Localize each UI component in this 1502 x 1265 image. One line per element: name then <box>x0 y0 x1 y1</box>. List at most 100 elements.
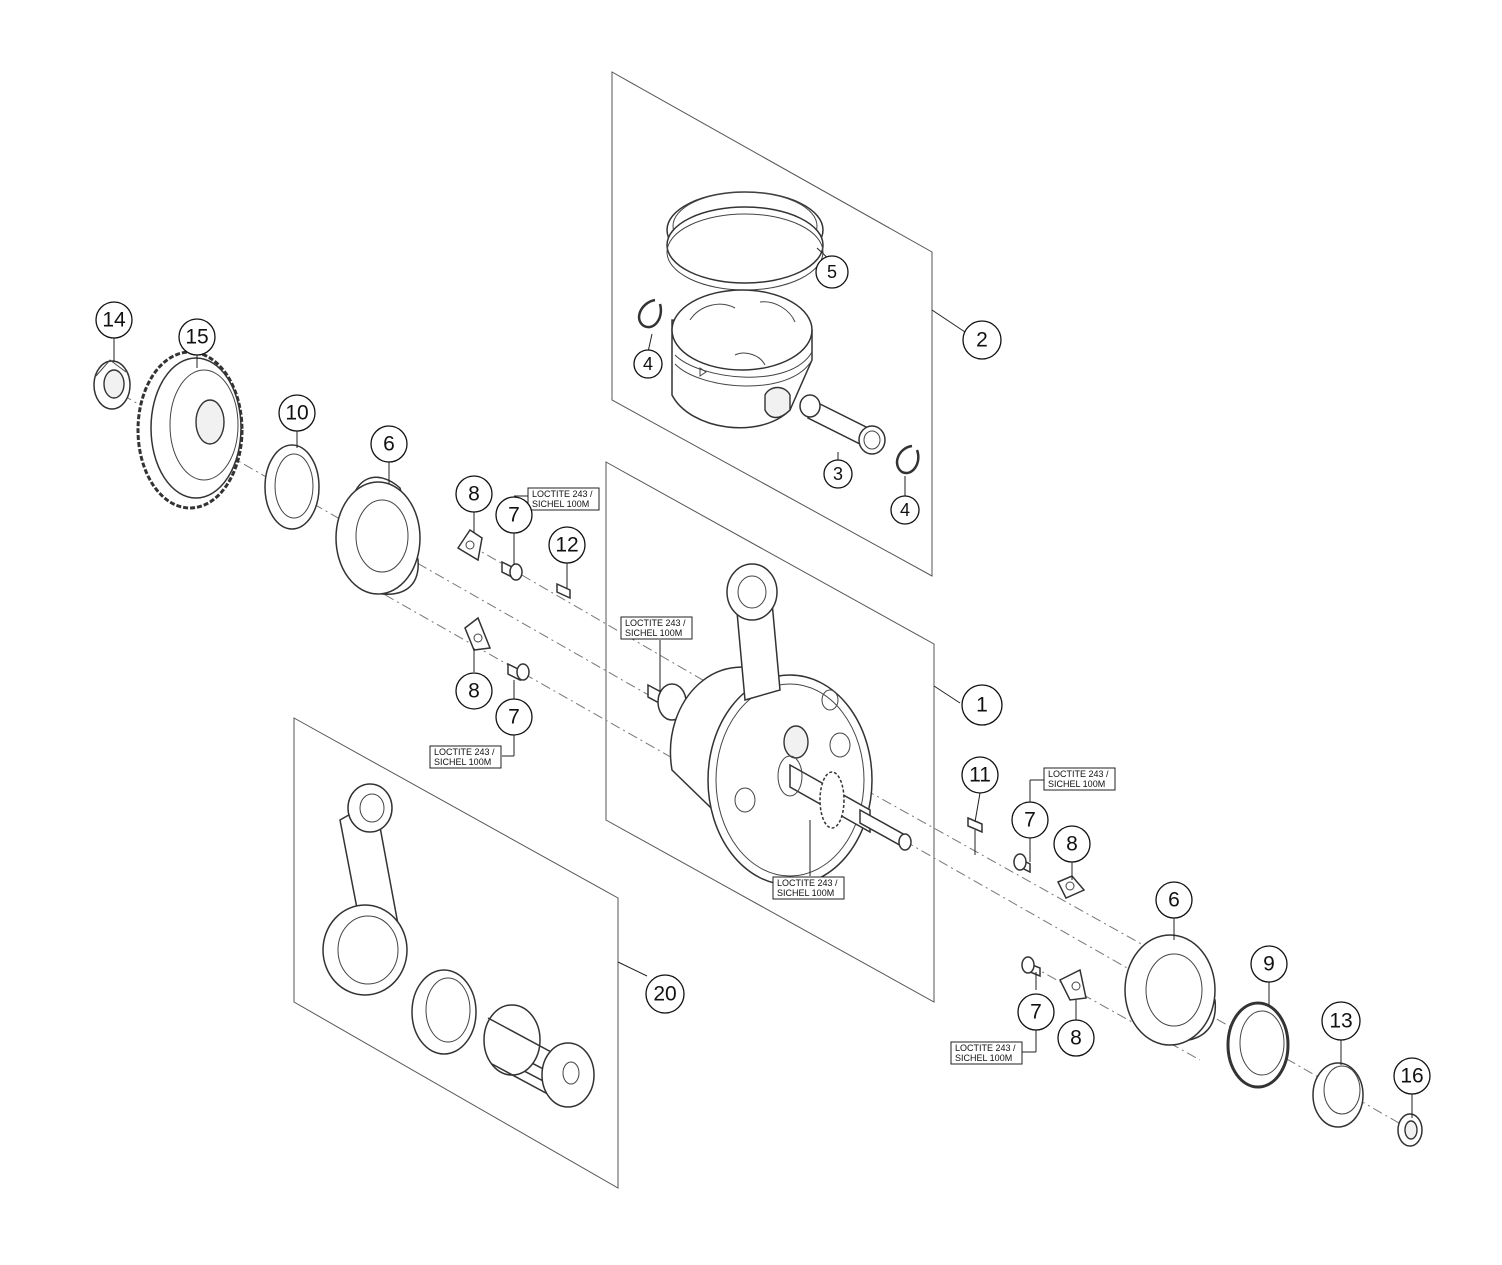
svg-text:12: 12 <box>555 534 578 557</box>
woodruff-key-left <box>556 582 571 600</box>
loctite-note-right-bottom: LOCTITE 243 / SICHEL 100M <box>950 1041 1023 1065</box>
svg-text:7: 7 <box>1030 1001 1042 1024</box>
svg-text:8: 8 <box>1070 1027 1082 1050</box>
loctite-note-crank-bottom-line1: LOCTITE 243 / <box>777 878 838 888</box>
callout-8-right-lower: 8 <box>1057 1019 1095 1057</box>
loctite-note-left-bottom: LOCTITE 243 / SICHEL 100M <box>429 745 502 769</box>
right-upper-axis-line <box>829 769 1171 961</box>
callout-1: 1 <box>961 684 1003 726</box>
loctite-note-top: LOCTITE 243 / SICHEL 100M <box>527 487 600 511</box>
circlip-right <box>895 444 920 475</box>
collar-nut <box>1312 1062 1364 1128</box>
crankshaft-assembly <box>647 563 912 886</box>
callout-14: 14 <box>95 301 133 339</box>
callout-6-right: 6 <box>1155 881 1193 919</box>
callout-16: 16 <box>1393 1057 1431 1095</box>
svg-text:7: 7 <box>508 504 520 527</box>
bolt-lower <box>507 662 530 682</box>
circlip-left <box>637 298 663 329</box>
svg-text:8: 8 <box>1066 833 1078 856</box>
lock-plate-right-lower <box>1058 968 1087 1001</box>
callout-7-right-lower: 7 <box>1017 993 1055 1031</box>
nut-right <box>1397 1113 1423 1147</box>
lock-plate-upper <box>456 528 483 562</box>
conrod-kit <box>322 783 408 996</box>
svg-text:6: 6 <box>1168 889 1180 912</box>
svg-text:8: 8 <box>468 680 480 703</box>
loctite-note-right-bottom-line1: LOCTITE 243 / <box>955 1043 1016 1053</box>
svg-text:4: 4 <box>643 354 653 374</box>
callout-12: 12 <box>548 526 586 564</box>
svg-text:16: 16 <box>1400 1065 1423 1088</box>
callout-13: 13 <box>1321 1001 1361 1041</box>
primary-gear <box>136 350 244 510</box>
callout-8-upper: 8 <box>455 475 493 513</box>
piston-pin <box>799 394 886 455</box>
loctite-note-top-line2: SICHEL 100M <box>532 499 589 509</box>
piston-group-frame <box>611 71 933 577</box>
loctite-note-left-bottom-line1: LOCTITE 243 / <box>434 747 495 757</box>
svg-text:7: 7 <box>1024 809 1036 832</box>
svg-text:7: 7 <box>508 706 520 729</box>
loctite-note-crank-left: LOCTITE 243 / SICHEL 100M <box>620 616 693 640</box>
callout-11: 11 <box>961 756 999 794</box>
main-bearing-right <box>1124 934 1217 1046</box>
loctite-note-right-bottom-line2: SICHEL 100M <box>955 1053 1012 1063</box>
loctite-note-crank-left-line2: SICHEL 100M <box>625 628 682 638</box>
shaft-seal-left <box>264 444 320 530</box>
loctite-note-right-top: LOCTITE 243 / SICHEL 100M <box>1043 767 1116 791</box>
nut-left <box>93 359 131 410</box>
loctite-note-left-bottom-line2: SICHEL 100M <box>434 757 491 767</box>
svg-text:11: 11 <box>969 764 991 787</box>
svg-text:3: 3 <box>833 464 843 484</box>
callout-2: 2 <box>962 320 1002 360</box>
svg-text:4: 4 <box>900 500 910 520</box>
piston <box>671 289 813 429</box>
conrod-kit-group-frame <box>293 717 619 1189</box>
svg-text:15: 15 <box>185 326 208 349</box>
callout-6-left: 6 <box>370 425 408 463</box>
svg-text:14: 14 <box>102 309 126 332</box>
loctite-note-right-top-line1: LOCTITE 243 / <box>1048 769 1109 779</box>
lower-bolt-axis-line <box>349 574 721 786</box>
loctite-note-right-top-line2: SICHEL 100M <box>1048 779 1105 789</box>
callout-7-right-upper: 7 <box>1011 801 1049 839</box>
loctite-note-top-line1: LOCTITE 243 / <box>532 489 593 499</box>
bolt-right-upper <box>1013 853 1031 874</box>
svg-text:20: 20 <box>653 983 676 1006</box>
svg-text:8: 8 <box>468 483 480 506</box>
callout-4-left: 4 <box>633 349 663 379</box>
lock-plate-right-upper <box>1056 875 1086 899</box>
piston-rings <box>666 191 824 291</box>
callout-10: 10 <box>278 394 316 432</box>
callout-20: 20 <box>645 974 685 1014</box>
crankshaft-group-frame <box>605 461 935 1003</box>
bolt-right-lower <box>1021 956 1041 978</box>
callout-9: 9 <box>1250 945 1288 983</box>
svg-text:5: 5 <box>827 262 837 282</box>
loctite-note-crank-bottom: LOCTITE 243 / SICHEL 100M <box>772 876 845 900</box>
svg-text:6: 6 <box>383 433 395 456</box>
shaft-seal-right <box>1226 1001 1290 1089</box>
callout-15: 15 <box>178 318 216 356</box>
svg-text:10: 10 <box>285 402 308 425</box>
callout-4-right: 4 <box>890 495 920 525</box>
callout-8-lower: 8 <box>455 672 493 710</box>
callout-8-right-upper: 8 <box>1053 825 1091 863</box>
callout-7-upper: 7 <box>495 496 533 534</box>
callout-3: 3 <box>823 459 853 489</box>
svg-text:2: 2 <box>976 329 988 352</box>
loctite-note-crank-left-line1: LOCTITE 243 / <box>625 618 686 628</box>
svg-text:1: 1 <box>976 694 988 717</box>
lock-plate-lower <box>464 616 492 651</box>
bolt-upper <box>501 560 523 581</box>
main-bearing-left <box>335 476 421 595</box>
woodruff-key-right <box>967 816 983 834</box>
svg-text:9: 9 <box>1263 953 1275 976</box>
conrod-bearing <box>411 969 477 1055</box>
callout-5: 5 <box>815 255 849 289</box>
svg-text:13: 13 <box>1329 1010 1352 1033</box>
callout-7-lower: 7 <box>495 698 533 736</box>
loctite-note-crank-bottom-line2: SICHEL 100M <box>777 888 834 898</box>
